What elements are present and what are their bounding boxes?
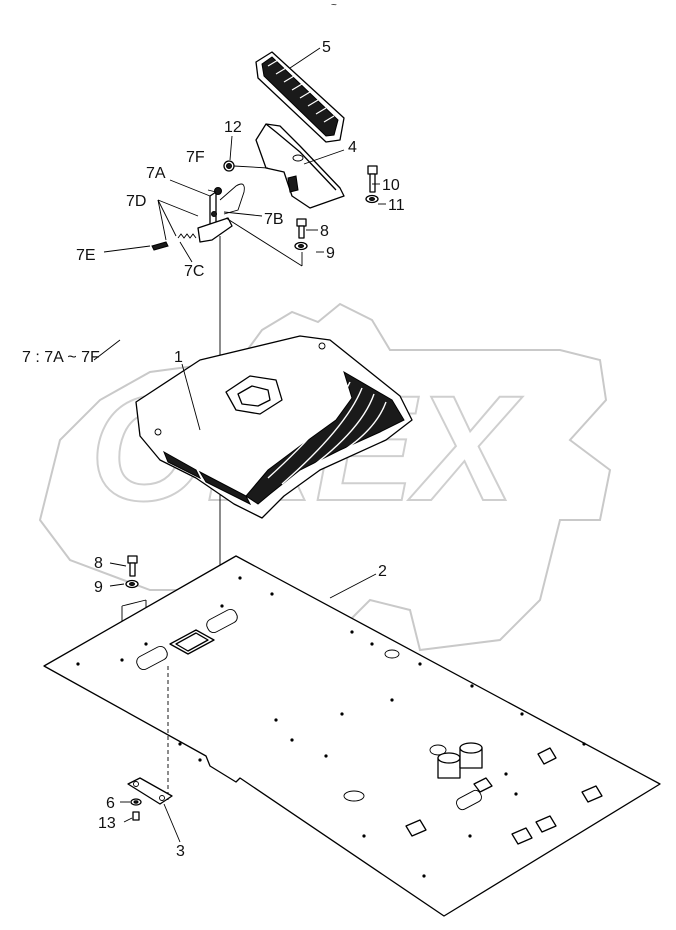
callout-1: 1 bbox=[174, 349, 183, 366]
callout-3: 3 bbox=[176, 843, 185, 860]
callout-2: 2 bbox=[378, 563, 387, 580]
callout-13: 13 bbox=[98, 815, 116, 832]
callout-7F: 7F bbox=[186, 149, 205, 166]
callout-5: 5 bbox=[322, 39, 331, 56]
callout-8-lower: 8 bbox=[94, 555, 103, 572]
callout-7B: 7B bbox=[264, 211, 284, 228]
nut-12 bbox=[223, 160, 235, 172]
linkage-assembly-7 bbox=[151, 183, 245, 600]
bolt-10 bbox=[365, 165, 379, 204]
floor-plate-part bbox=[43, 555, 661, 917]
callout-7A: 7A bbox=[146, 165, 166, 182]
callout-9-lower: 9 bbox=[94, 579, 103, 596]
callout-labels: 5 12 4 7F 7A 10 11 7D 7B 8 9 7E 7C 7 : 7… bbox=[22, 39, 405, 860]
pedal-pad-part bbox=[255, 51, 345, 143]
callout-6: 6 bbox=[106, 795, 115, 812]
leader-lines bbox=[93, 47, 386, 843]
retainer-plate-part bbox=[127, 666, 173, 821]
callout-12: 12 bbox=[224, 119, 242, 136]
callout-4: 4 bbox=[348, 139, 357, 156]
top-mark: ~ bbox=[331, 0, 337, 11]
pedal-bracket-part bbox=[255, 123, 345, 209]
floor-cover-part bbox=[135, 335, 413, 519]
assembly-note: 7 : 7A ~ 7F bbox=[22, 349, 100, 366]
callout-7C: 7C bbox=[184, 263, 204, 280]
callout-7D: 7D bbox=[126, 193, 146, 210]
callout-7E: 7E bbox=[76, 247, 96, 264]
callout-8-upper: 8 bbox=[320, 223, 329, 240]
callout-10: 10 bbox=[382, 177, 400, 194]
callout-11: 11 bbox=[388, 197, 405, 214]
bolt-8-upper bbox=[294, 218, 308, 251]
callout-9-upper: 9 bbox=[326, 245, 335, 262]
